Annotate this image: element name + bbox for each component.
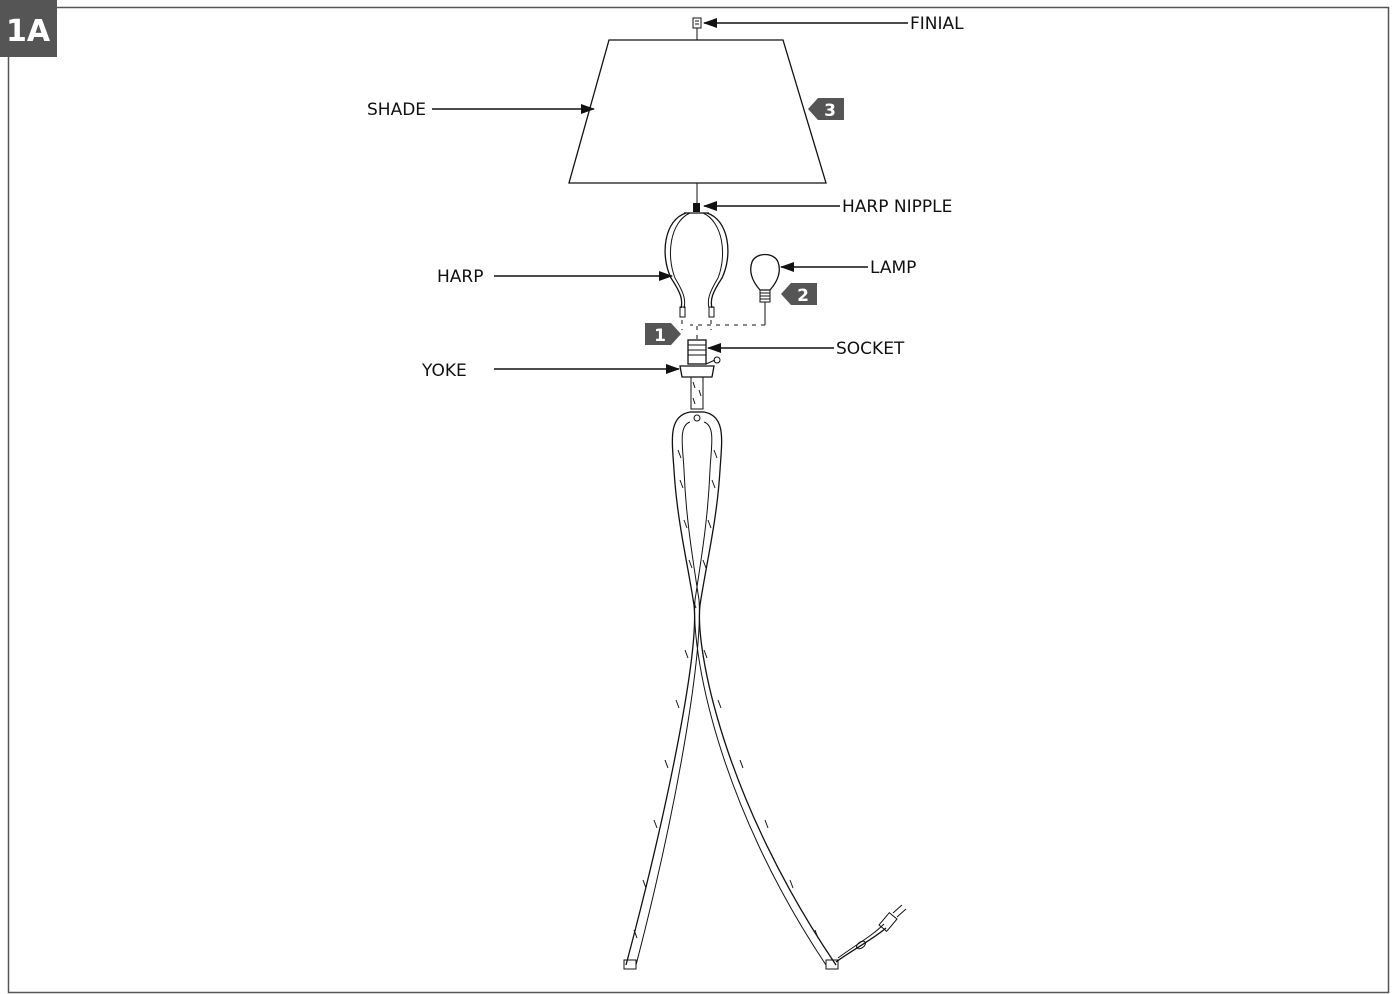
lamp-base-legs — [623, 411, 839, 970]
figure-label: 1A — [6, 14, 51, 49]
step-2-badge: 2 — [781, 283, 817, 306]
harp-nipple-label: HARP NIPPLE — [842, 197, 952, 217]
socket-part — [687, 326, 707, 365]
step-3-badge: 3 — [808, 98, 844, 121]
figure-label-badge: 1A — [0, 0, 57, 57]
finial-label: FINIAL — [910, 14, 964, 34]
harp-nipple-part — [684, 203, 709, 214]
harp-label: HARP — [437, 267, 483, 287]
shade-part — [568, 39, 827, 205]
power-cord — [835, 904, 907, 963]
yoke-part — [679, 356, 721, 410]
shade-label: SHADE — [367, 100, 426, 120]
step-2-number: 2 — [797, 286, 809, 306]
socket-label: SOCKET — [836, 339, 905, 359]
lamp-bulb-part — [690, 253, 780, 326]
yoke-label: YOKE — [421, 361, 467, 381]
step-3-number: 3 — [824, 101, 836, 121]
step-1-badge: 1 — [645, 323, 681, 346]
step-1-number: 1 — [654, 326, 666, 346]
lamp-label: LAMP — [870, 258, 916, 278]
figure-border — [7, 6, 1390, 994]
finial-part — [692, 17, 702, 40]
harp-part — [664, 212, 729, 330]
